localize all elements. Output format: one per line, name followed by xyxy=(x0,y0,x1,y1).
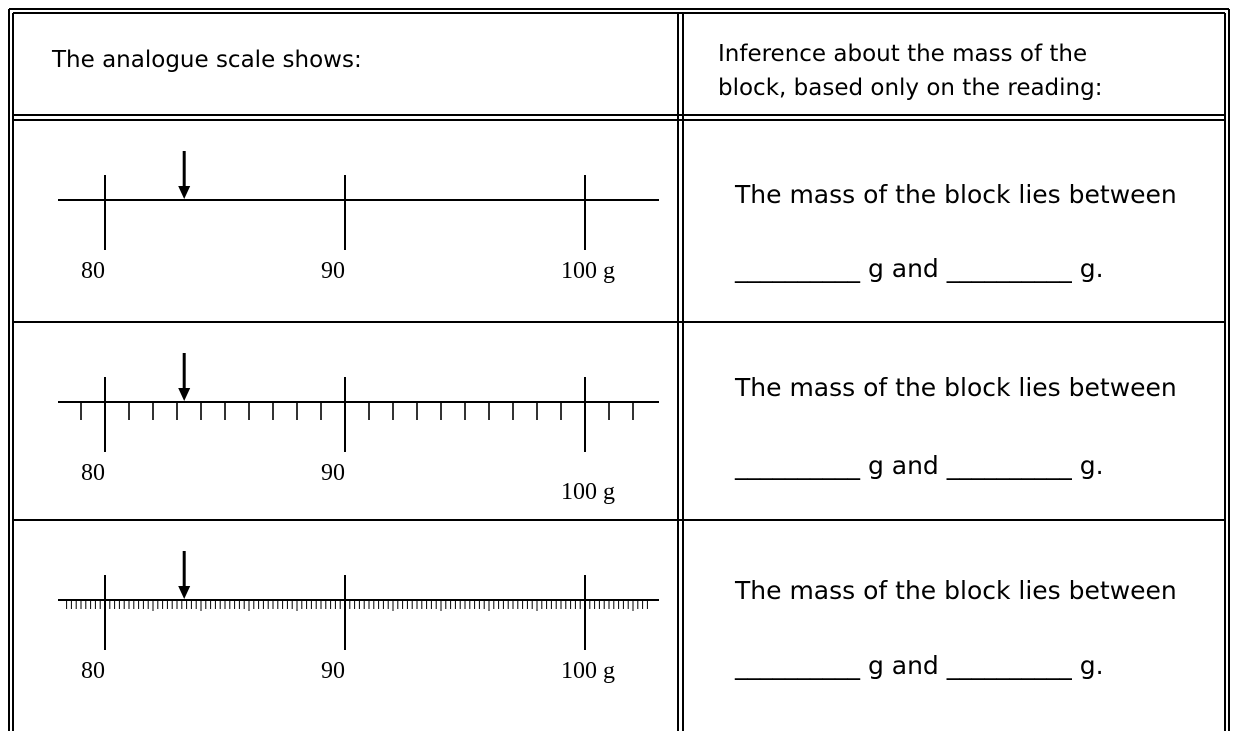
blank-lower-row-3[interactable]: __________ xyxy=(735,651,860,680)
answer-line-row-1: __________ g and __________ g. xyxy=(735,254,1104,283)
blank-lower-row-1[interactable]: __________ xyxy=(735,254,860,283)
and-text-row-2: g and xyxy=(860,451,947,480)
blank-lower-row-2[interactable]: __________ xyxy=(735,451,860,480)
unit-text-row-3: g. xyxy=(1071,651,1104,680)
header-right-line-1: Inference about the mass of the xyxy=(718,41,1088,67)
scale-tick-label: 100 g xyxy=(561,479,615,505)
statement-row-1: The mass of the block lies between xyxy=(735,180,1177,209)
answer-line-row-2: __________ g and __________ g. xyxy=(735,451,1104,480)
pointer-arrow-head xyxy=(178,586,191,599)
pointer-arrow-head xyxy=(178,186,191,199)
and-text-row-3: g and xyxy=(860,651,947,680)
scale-row-1: 80 90 100 g xyxy=(58,151,659,284)
scale-tick-label: 80 xyxy=(81,658,105,684)
statement-row-3: The mass of the block lies between xyxy=(735,576,1177,605)
scale-tick-label: 100 g xyxy=(561,258,615,284)
header-left-label: The analogue scale shows: xyxy=(52,47,362,73)
answer-line-row-3: __________ g and __________ g. xyxy=(735,651,1104,680)
scale-tick-label: 90 xyxy=(321,658,345,684)
scale-tick-label: 80 xyxy=(81,258,105,284)
scale-row-2: 80 90 100 g xyxy=(58,353,659,505)
scale-tick-label: 100 g xyxy=(561,658,615,684)
statement-row-2: The mass of the block lies between xyxy=(735,373,1177,402)
and-text-row-1: g and xyxy=(860,254,947,283)
blank-upper-row-3[interactable]: __________ xyxy=(946,651,1072,680)
blank-upper-row-2[interactable]: __________ xyxy=(946,451,1072,480)
unit-text-row-2: g. xyxy=(1071,451,1104,480)
scale-row-3: 80 90 100 g xyxy=(58,551,659,684)
unit-text-row-1: g. xyxy=(1071,254,1104,283)
scale-tick-label: 90 xyxy=(321,460,345,486)
pointer-arrow-head xyxy=(178,388,191,401)
scale-tick-label: 80 xyxy=(81,460,105,486)
header-right-line-2: block, based only on the reading: xyxy=(718,75,1103,101)
blank-upper-row-1[interactable]: __________ xyxy=(946,254,1072,283)
scale-tick-label: 90 xyxy=(321,258,345,284)
